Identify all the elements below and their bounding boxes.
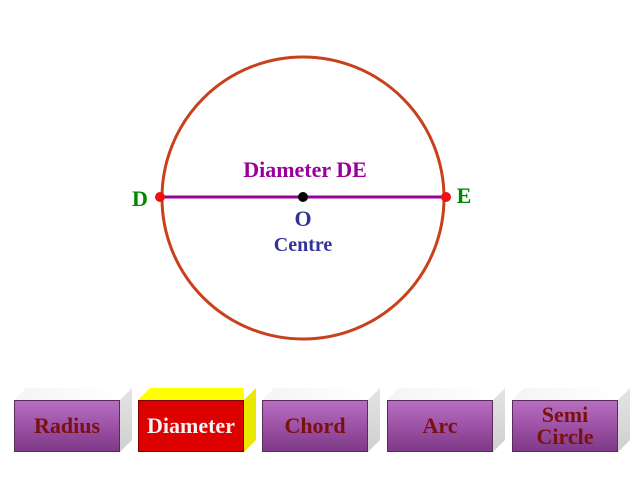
button-top-bevel [512,388,618,400]
button-top-bevel [14,388,120,400]
label-e: E [457,183,472,208]
diameter-title: Diameter DE [243,157,367,182]
button-side-bevel [618,388,630,452]
button-side-bevel [244,388,256,452]
label-o: O [294,206,311,231]
diameter-button-label: Diameter [138,400,244,452]
semi-circle-button[interactable]: Semi Circle [512,388,630,452]
label-d: D [132,186,148,211]
button-side-bevel [120,388,132,452]
button-top-bevel [387,388,493,400]
button-top-bevel [262,388,368,400]
chord-button[interactable]: Chord [262,388,380,452]
button-side-bevel [368,388,380,452]
semi-circle-button-label: Semi Circle [512,400,618,452]
endpoint-e [441,192,451,202]
arc-button-label: Arc [387,400,493,452]
center-point [298,192,308,202]
endpoint-d [155,192,165,202]
diameter-button[interactable]: Diameter [138,388,256,452]
semi-circle-label-line1: Semi [541,402,589,427]
radius-button[interactable]: Radius [14,388,132,452]
semi-circle-label-line2: Circle [536,424,594,449]
chord-button-label: Chord [262,400,368,452]
button-top-bevel [138,388,244,400]
button-side-bevel [493,388,505,452]
radius-button-label: Radius [14,400,120,452]
arc-button[interactable]: Arc [387,388,505,452]
label-centre: Centre [274,234,333,256]
